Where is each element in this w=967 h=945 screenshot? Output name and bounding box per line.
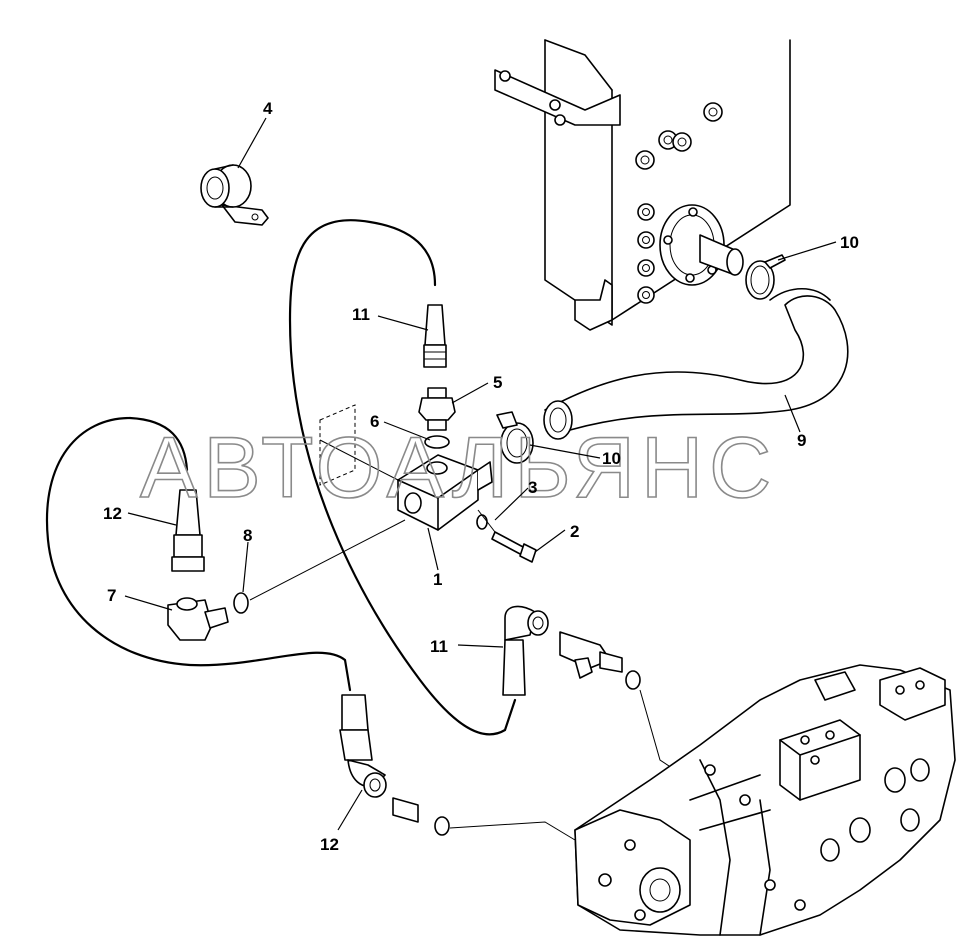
valve-block-1 <box>319 404 493 531</box>
callout-11-upper: 11 <box>352 305 370 324</box>
hose-clip-4 <box>200 164 269 226</box>
hydraulic-tank <box>494 39 791 331</box>
callout-11-lower: 11 <box>430 637 448 656</box>
callout-2: 2 <box>570 522 579 541</box>
callout-12-lower: 12 <box>320 835 339 854</box>
adapter-5 <box>418 387 456 431</box>
bolt-2 <box>477 509 537 563</box>
callout-7: 7 <box>107 586 116 605</box>
watermark: АВТОАЛЬЯНС <box>140 420 777 516</box>
callout-10-upper: 10 <box>840 233 859 252</box>
callout-12-upper: 12 <box>103 504 122 523</box>
callout-4: 4 <box>263 99 273 118</box>
tee-fitting <box>559 631 641 690</box>
callout-10-lower: 10 <box>602 449 621 468</box>
callout-1: 1 <box>433 570 442 589</box>
leader-lines <box>124 117 837 831</box>
washer-3 <box>476 514 488 530</box>
callout-6: 6 <box>370 412 379 431</box>
hose-fitting-11-upper <box>423 304 447 368</box>
hose-fitting-12-lower <box>339 694 450 836</box>
hose-9 <box>543 288 849 440</box>
callout-9: 9 <box>797 431 806 450</box>
callout-5: 5 <box>493 373 502 392</box>
hose-clamp-10-lower <box>496 411 534 464</box>
callout-3: 3 <box>528 478 537 497</box>
hose-clamp-10-upper <box>745 254 786 300</box>
pipe-routes <box>45 219 517 736</box>
o-ring-8 <box>233 592 249 614</box>
callout-8: 8 <box>243 526 252 545</box>
o-ring-6 <box>424 435 450 449</box>
main-control-valve <box>574 664 956 936</box>
hose-fitting-11-lower <box>502 605 549 696</box>
elbow-7 <box>167 597 229 641</box>
hose-fitting-12-upper <box>171 489 205 572</box>
callouts: 4 11 5 6 10 3 2 1 12 8 7 10 9 11 12 <box>103 99 859 854</box>
